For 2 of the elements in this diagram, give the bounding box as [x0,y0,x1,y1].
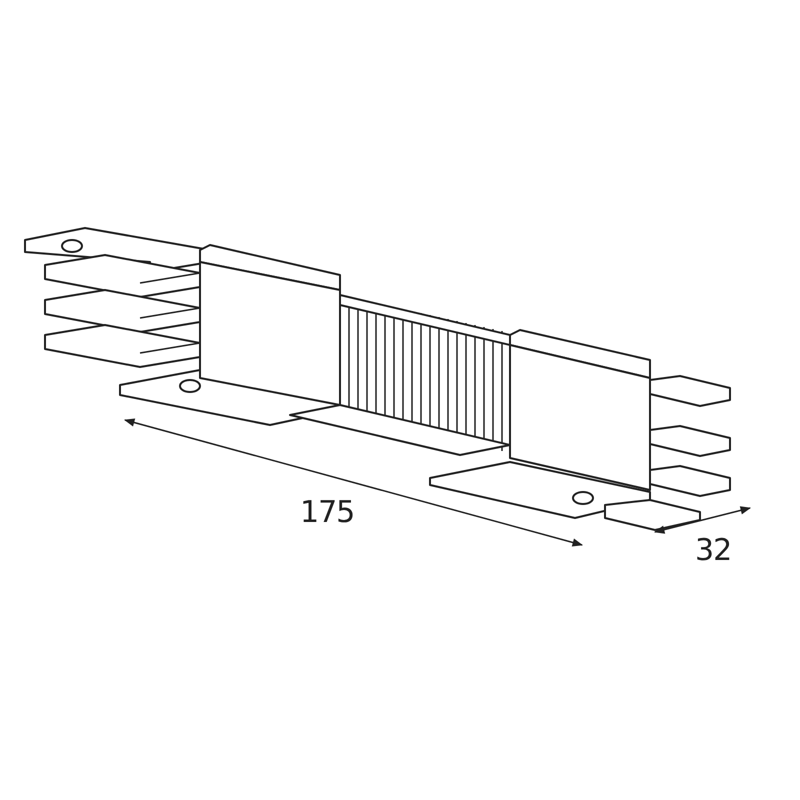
dimension-label: 32 [695,533,732,568]
dimension-label: 175 [300,495,354,530]
